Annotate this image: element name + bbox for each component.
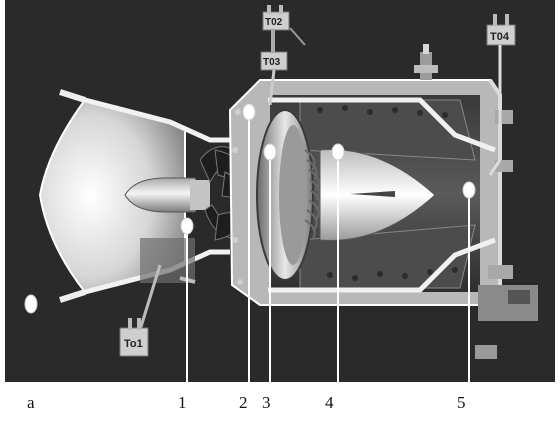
probe-t02-label: T02 — [265, 17, 283, 28]
liner-holes — [317, 105, 458, 281]
callout-label-4: 4 — [325, 393, 334, 412]
inlet-bellmouth — [38, 89, 230, 303]
spinner-hub — [124, 177, 210, 213]
probe-t01-label: To1 — [124, 338, 143, 350]
marker-1 — [180, 217, 194, 235]
probe-t03-label: T03 — [263, 57, 281, 68]
callout-label-a: a — [27, 393, 35, 412]
side-fittings — [475, 110, 538, 359]
turbine-blades — [304, 149, 321, 241]
marker-3 — [263, 143, 277, 161]
marker-4 — [331, 143, 345, 161]
turbine-ring — [256, 109, 314, 281]
probe-t03: T03 — [260, 30, 288, 106]
probe-t04-label: T04 — [490, 31, 510, 43]
marker-5 — [462, 181, 476, 199]
exhaust-cone — [319, 149, 436, 241]
marker-a — [24, 294, 38, 314]
probe-t02: T02 — [262, 5, 306, 46]
flange-bolts — [232, 109, 243, 285]
callout-label-1: 1 — [178, 393, 187, 412]
probe-t01: To1 — [119, 264, 196, 357]
callout-lines — [186, 112, 470, 382]
callout-label-5: 5 — [457, 393, 466, 412]
probe-t04: T04 — [486, 14, 516, 176]
callout-markers — [24, 103, 476, 314]
marker-2 — [242, 103, 256, 121]
fuel-fitting-top — [414, 44, 438, 80]
callout-label-3: 3 — [262, 393, 271, 412]
callout-label-2: 2 — [239, 393, 248, 412]
